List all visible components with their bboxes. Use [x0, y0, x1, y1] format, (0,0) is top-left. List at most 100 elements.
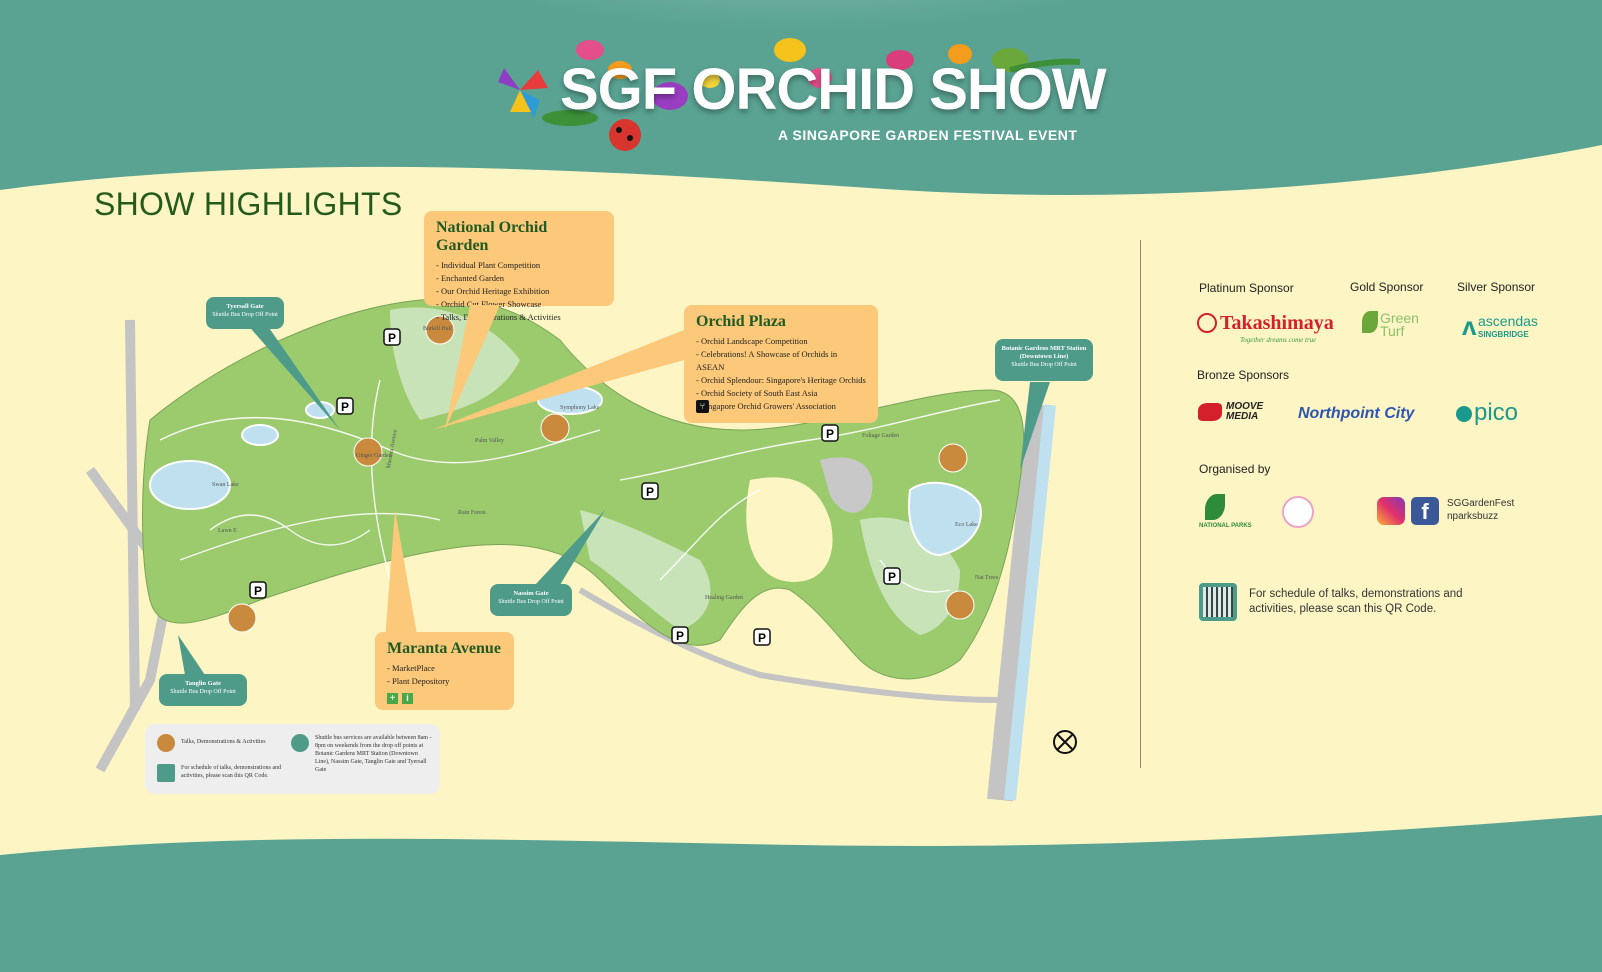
label-lawn-e: Lawn E [218, 528, 237, 534]
highlight-item: Plant Depository [387, 675, 502, 688]
eco-lake [908, 481, 982, 557]
gate-name: Tanglin Gate [184, 680, 222, 687]
instagram-icon[interactable] [1377, 497, 1405, 525]
label-nat-trees: Nat Trees [975, 575, 999, 581]
highlight-item: Individual Plant Competition [436, 259, 602, 272]
highlight-item: Celebrations! A Showcase of Orchids in A… [696, 348, 866, 374]
label-healing-garden: Healing Garden [705, 595, 744, 601]
park-map: P P P P P P P P [85, 298, 1077, 802]
facebook-icon[interactable]: f [1411, 497, 1439, 525]
label-burkill-hall: Burkill Hall [423, 326, 452, 332]
platinum-sponsor-label: Platinum Sponsor [1199, 281, 1294, 295]
gate-tanglin: Tanglin Gate Shuttle Bus Drop Off Point [159, 674, 247, 706]
takashimaya-tagline: Together dreams come true [1240, 336, 1317, 344]
moove-media-logo: MOOVE MEDIA [1226, 401, 1264, 422]
highlight-item: MarketPlace [387, 662, 502, 675]
label-palm-valley: Palm Valley [475, 438, 505, 444]
gate-tyersall: Tyersall Gate Shuttle Bus Drop Off Point [206, 297, 284, 329]
svg-text:P: P [254, 584, 262, 598]
restaurant-icon: ⑂ [696, 400, 709, 413]
svg-text:P: P [646, 485, 654, 499]
label-eco-lake: Eco Lake [955, 522, 978, 528]
gate-name: Botanic Gardens MRT Station (Downtown Li… [1001, 345, 1087, 360]
gate-note: Shuttle Bus Drop Off Point [170, 689, 236, 695]
orchid-garden-area [390, 307, 520, 420]
talks-marker-icon [157, 734, 175, 752]
shuttle-marker-icon [291, 734, 309, 752]
sidebar-divider [1140, 240, 1141, 768]
holland-road [125, 319, 140, 711]
green-turf-leaf-icon [1362, 311, 1378, 333]
label-ginger-garden: Ginger Garden [356, 453, 392, 459]
marker-botany-centre [227, 603, 257, 633]
bukit-timah-road [987, 403, 1053, 802]
legend-shuttle-label: Shuttle bus services are available betwe… [315, 735, 432, 773]
singbridge-logo: SINGBRIDGE [1478, 330, 1529, 339]
logo-flowers [498, 38, 1081, 151]
pico-icon [1456, 406, 1472, 422]
svg-text:P: P [888, 570, 896, 584]
highlight-item: Orchid Society of South East Asia [696, 387, 866, 400]
highlight-maranta-avenue: Maranta Avenue MarketPlace Plant Deposit… [375, 632, 514, 710]
map-legend: Talks, Demonstrations & Activities For s… [145, 724, 440, 794]
ascendas-logo: ascendas [1478, 313, 1538, 329]
highlight-title: Orchid Plaza [696, 313, 786, 330]
organised-by-label: Organised by [1199, 462, 1271, 476]
gate-note: Shuttle Bus Drop Off Point [498, 599, 564, 605]
gate-nassim: Nassim Gate Shuttle Bus Drop Off Point [490, 584, 572, 616]
qr-instructions: For schedule of talks, demonstrations an… [1249, 588, 1463, 615]
northpoint-logo: Northpoint City [1298, 405, 1415, 422]
label-swan-lake: Swan Lake [212, 482, 239, 488]
highlight-item: Singapore Orchid Growers' Association [696, 400, 866, 413]
gold-sponsor-label: Gold Sponsor [1350, 280, 1424, 294]
pico-logo: pico [1474, 399, 1519, 426]
social-handle-nparksbuzz[interactable]: nparksbuzz [1447, 511, 1499, 522]
marker-eco-lake-lawn [938, 443, 968, 473]
nparks-logo: NATIONAL PARKS [1199, 523, 1252, 529]
label-symphony-lake: Symphony Lake [560, 405, 600, 411]
open-area [746, 477, 833, 582]
label-rain-forest: Rain Forest [458, 510, 486, 516]
label-foliage-garden: Foliage Garden [862, 433, 900, 439]
bronze-sponsors-label: Bronze Sponsors [1197, 368, 1290, 382]
qr-code-icon [157, 764, 175, 782]
gate-botanic-mrt: Botanic Gardens MRT Station (Downtown Li… [995, 339, 1093, 381]
highlight-orchid-plaza: Orchid Plaza Orchid Landscape Competitio… [684, 305, 878, 423]
highlight-national-orchid-garden: National Orchid Garden Individual Plant … [424, 211, 614, 322]
section-title: SHOW HIGHLIGHTS [94, 186, 403, 222]
qr-code[interactable] [1199, 583, 1237, 621]
highlight-item: Talks, Demonstrations & Activities [436, 311, 602, 324]
canal [1004, 404, 1056, 801]
svg-text:P: P [826, 427, 834, 441]
highlight-item: Our Orchid Heritage Exhibition [436, 285, 602, 298]
svg-text:P: P [388, 331, 396, 345]
first-aid-icon: + [387, 693, 398, 704]
highlight-title: National Orchid Garden [436, 219, 548, 254]
marker-ginger-garden [353, 437, 383, 467]
highlight-title: Maranta Avenue [387, 640, 501, 657]
legend-talks-label: Talks, Demonstrations & Activities [181, 739, 266, 745]
highlight-item: Orchid Landscape Competition [696, 335, 866, 348]
highlight-item: Orchid Cut Flower Showcase [436, 298, 602, 311]
nparks-leaf-icon [1205, 494, 1225, 520]
svg-text:P: P [341, 400, 349, 414]
highlight-item: Enchanted Garden [436, 272, 602, 285]
marker-jacob-garden [945, 590, 975, 620]
highlight-item: Orchid Splendour: Singapore's Heritage O… [696, 374, 866, 387]
show-title: SGF ORCHID SHOW [560, 57, 1107, 122]
ascendas-a-icon: ʌ [1462, 311, 1477, 341]
social-handle-sggardenfest[interactable]: SGGardenFest [1447, 498, 1515, 509]
show-subtitle: A SINGAPORE GARDEN FESTIVAL EVENT [778, 127, 1078, 143]
marker-shaw-stage [540, 413, 570, 443]
info-icon: i [402, 693, 413, 704]
gate-note: Shuttle Bus Drop Off Point [212, 312, 278, 318]
silver-sponsor-label: Silver Sponsor [1457, 280, 1536, 294]
gate-name: Nassim Gate [513, 590, 549, 597]
takashimaya-logo: Takashimaya [1220, 312, 1334, 334]
takashimaya-logo-icon [1197, 313, 1217, 333]
svg-text:P: P [676, 629, 684, 643]
compass-icon [1053, 730, 1077, 754]
legend-qr-label: For schedule of talks, demonstrations an… [181, 765, 281, 779]
